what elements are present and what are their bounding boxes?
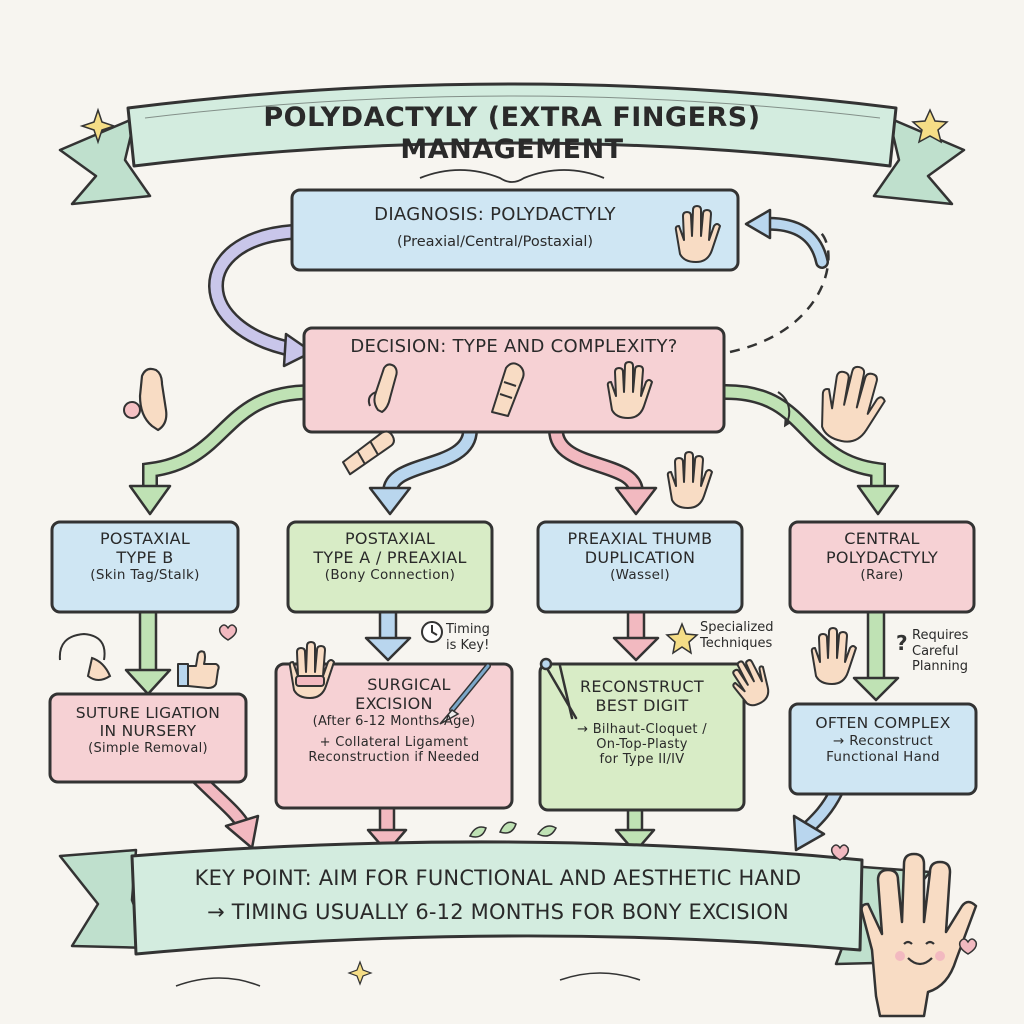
question-icon: ? [896, 631, 908, 655]
heart-icon [958, 938, 978, 955]
decision-title: DECISION: TYPE AND COMPLEXITY? [350, 336, 678, 357]
branch-3-label: PREAXIAL THUMB DUPLICATION (Wassel) [542, 529, 738, 584]
forceps-icon [539, 657, 578, 720]
outcome-3-line2: BEST DIGIT [595, 695, 689, 715]
note-requires-line3: Planning [912, 659, 968, 675]
sparkle-icon [79, 107, 117, 145]
diagnosis-subtitle: (Preaxial/Central/Postaxial) [396, 234, 594, 250]
hand-icon [810, 627, 857, 685]
hand-icon [821, 365, 886, 443]
note-timing-line1: Timing [446, 622, 490, 637]
note-specialized-line1: Specialized [700, 620, 774, 635]
outcome-4-line1: OFTEN COMPLEX [815, 714, 951, 732]
branch-2-line2: TYPE A / PREAXIAL [313, 547, 467, 567]
note-timing: Timing is Key! [446, 622, 510, 653]
connector-arrows [124, 208, 900, 854]
sparkle-icon [347, 960, 373, 986]
branch-1-line1: POSTAXIAL [99, 529, 191, 548]
outcome-1-line2: IN NURSERY [99, 722, 197, 741]
branch-box-1 [50, 520, 240, 614]
suture-icon [58, 632, 112, 681]
outcome-2-detail2: + Collateral Ligament [319, 735, 469, 751]
outcome-3-detail2: On-Top-Plasty [596, 737, 688, 753]
branch-4-line2: POLYDACTYLY [825, 547, 939, 567]
key-point-line2: → TIMING USUALLY 6-12 MONTHS FOR BONY EX… [207, 900, 789, 924]
clock-icon [421, 621, 443, 643]
hand-icon [666, 451, 713, 509]
heart-icon [830, 844, 850, 861]
outcome-1-label: SUTURE LIGATION IN NURSERY (Simple Remov… [54, 704, 242, 756]
finger-icon [138, 367, 168, 432]
branch-2-subtitle: (Bony Connection) [324, 566, 456, 583]
hand-icon [288, 641, 335, 699]
note-specialized: Specialized Techniques [700, 620, 796, 651]
outcome-2-detail3: Reconstruction if Needed [308, 750, 480, 766]
outcome-2-line1: SURGICAL [367, 675, 451, 694]
note-requires-line2: Careful [912, 643, 959, 659]
scalpel-icon [439, 663, 491, 725]
note-specialized-line2: Techniques [700, 635, 773, 651]
note-timing-line2: is Key! [446, 637, 490, 653]
key-point-banner [58, 840, 932, 966]
smiley-hand-icon [860, 852, 978, 1018]
outcome-4-label: OFTEN COMPLEX → Reconstruct Functional H… [794, 714, 972, 766]
branch-box-3 [536, 520, 744, 614]
branch-box-4 [788, 520, 976, 614]
outcome-3-detail1: → Bilhaut-Cloquet / [577, 721, 707, 737]
outcome-2-line2: EXCISION [355, 693, 433, 713]
outcome-box-1 [48, 692, 248, 784]
finger-icon [367, 363, 398, 413]
outcome-3-line1: RECONSTRUCT [580, 677, 704, 696]
outcome-box-2 [274, 662, 514, 810]
branch-4-subtitle: (Rare) [860, 566, 904, 583]
branch-3-subtitle: (Wassel) [610, 566, 670, 583]
diagnosis-title: DIAGNOSIS: POLYDACTYLY [374, 204, 616, 225]
branch-1-subtitle: (Skin Tag/Stalk) [90, 566, 200, 583]
outcome-3-detail3: for Type II/IV [599, 752, 685, 768]
skin-tag-icon [123, 401, 141, 419]
hand-icon [606, 361, 653, 419]
outcome-1-line1: SUTURE LIGATION [75, 704, 221, 722]
note-requires-line1: Requires [912, 628, 969, 643]
branch-2-line1: POSTAXIAL [344, 529, 436, 548]
outcome-2-detail1: (After 6-12 Months Age) [312, 713, 476, 729]
outcome-4-detail1: → Reconstruct [833, 733, 933, 750]
outcome-box-4 [788, 702, 978, 796]
outcome-3-label: RECONSTRUCT BEST DIGIT → Bilhaut-Cloquet… [544, 677, 740, 768]
branch-3-line1: PREAXIAL THUMB [567, 529, 713, 548]
star-icon [911, 108, 949, 144]
hand-icon [732, 659, 770, 707]
branch-box-2 [286, 520, 494, 614]
branch-3-line2: DUPLICATION [584, 547, 696, 567]
leaf-decoration [468, 821, 557, 838]
outcome-1-detail: (Simple Removal) [88, 740, 208, 756]
branch-1-label: POSTAXIAL TYPE B (Skin Tag/Stalk) [56, 529, 234, 584]
key-point-line1: KEY POINT: AIM FOR FUNCTIONAL AND AESTHE… [194, 866, 802, 890]
note-requires: Requires Careful Planning [912, 628, 986, 675]
diagnosis-box [290, 188, 740, 272]
title-banner [58, 82, 966, 206]
outcome-4-detail2: Functional Hand [826, 749, 940, 766]
heart-icon [218, 624, 238, 641]
branch-4-label: CENTRAL POLYDACTYLY (Rare) [794, 529, 970, 584]
finger-bones-icon [491, 362, 525, 417]
page-title: POLYDACTYLY (EXTRA FINGERS) MANAGEMENT [263, 102, 761, 165]
branch-2-label: POSTAXIAL TYPE A / PREAXIAL (Bony Connec… [292, 529, 488, 584]
star-icon [665, 621, 699, 655]
finger-bones-icon [342, 430, 395, 476]
outcome-box-3 [538, 662, 746, 812]
outcome-2-label: SURGICAL EXCISION (After 6-12 Months Age… [280, 675, 508, 766]
thumbs-up-icon [177, 650, 220, 689]
branch-1-line2: TYPE B [116, 547, 174, 567]
hand-icon [674, 205, 721, 263]
branch-4-line1: CENTRAL [844, 529, 920, 548]
